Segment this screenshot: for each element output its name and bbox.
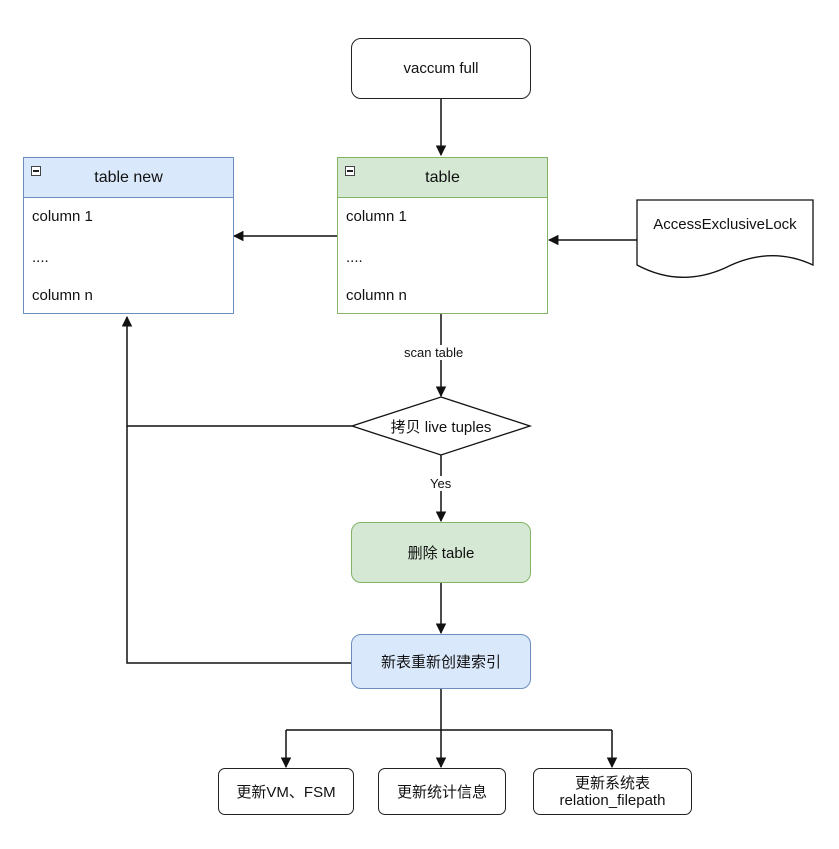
table-row: .... [32,249,49,266]
table-new-title: table new [94,168,163,186]
table-row: column n [32,287,93,304]
table-row: column n [346,287,407,304]
table-new-entity: table new column 1 .... column n [23,157,234,314]
yes-label: Yes [428,476,454,491]
table-entity: table column 1 .... column n [337,157,548,314]
edge-decision-to-table-new [121,315,352,427]
scan-table-label: scan table [402,345,466,360]
reindex-label: 新表重新创建索引 [380,654,501,671]
table-header: table [338,158,547,198]
collapse-icon[interactable] [345,166,355,176]
table-new-header: table new [24,158,233,198]
table-title: table [425,168,460,186]
lock-label: AccessExclusiveLock [653,215,797,233]
delete-table-node: 删除 table [351,522,531,583]
output-stats-node: 更新统计信息 [378,768,506,815]
decision-diamond [349,396,533,456]
lock-document: AccessExclusiveLock [637,204,813,244]
reindex-node: 新表重新创建索引 [351,634,531,689]
output-label: 更新系统表 relation_filepath [559,774,666,809]
output-vm-fsm-node: 更新VM、FSM [218,768,354,815]
table-row: column 1 [32,208,93,225]
start-label: vaccum full [403,60,479,77]
output-catalog-node: 更新系统表 relation_filepath [533,768,692,815]
delete-table-label: 删除 table [407,545,475,562]
decision-node: 拷贝 live tuples [352,397,530,455]
decision-label: 拷贝 live tuples [390,418,492,436]
output-label: 更新VM、FSM [236,784,336,801]
table-row: column 1 [346,208,407,225]
output-label: 更新统计信息 [396,784,487,801]
edge-reindex-to-table-new [126,426,352,664]
start-node: vaccum full [351,38,531,99]
collapse-icon[interactable] [31,166,41,176]
lock-document-shape [636,199,814,278]
table-row: .... [346,249,363,266]
